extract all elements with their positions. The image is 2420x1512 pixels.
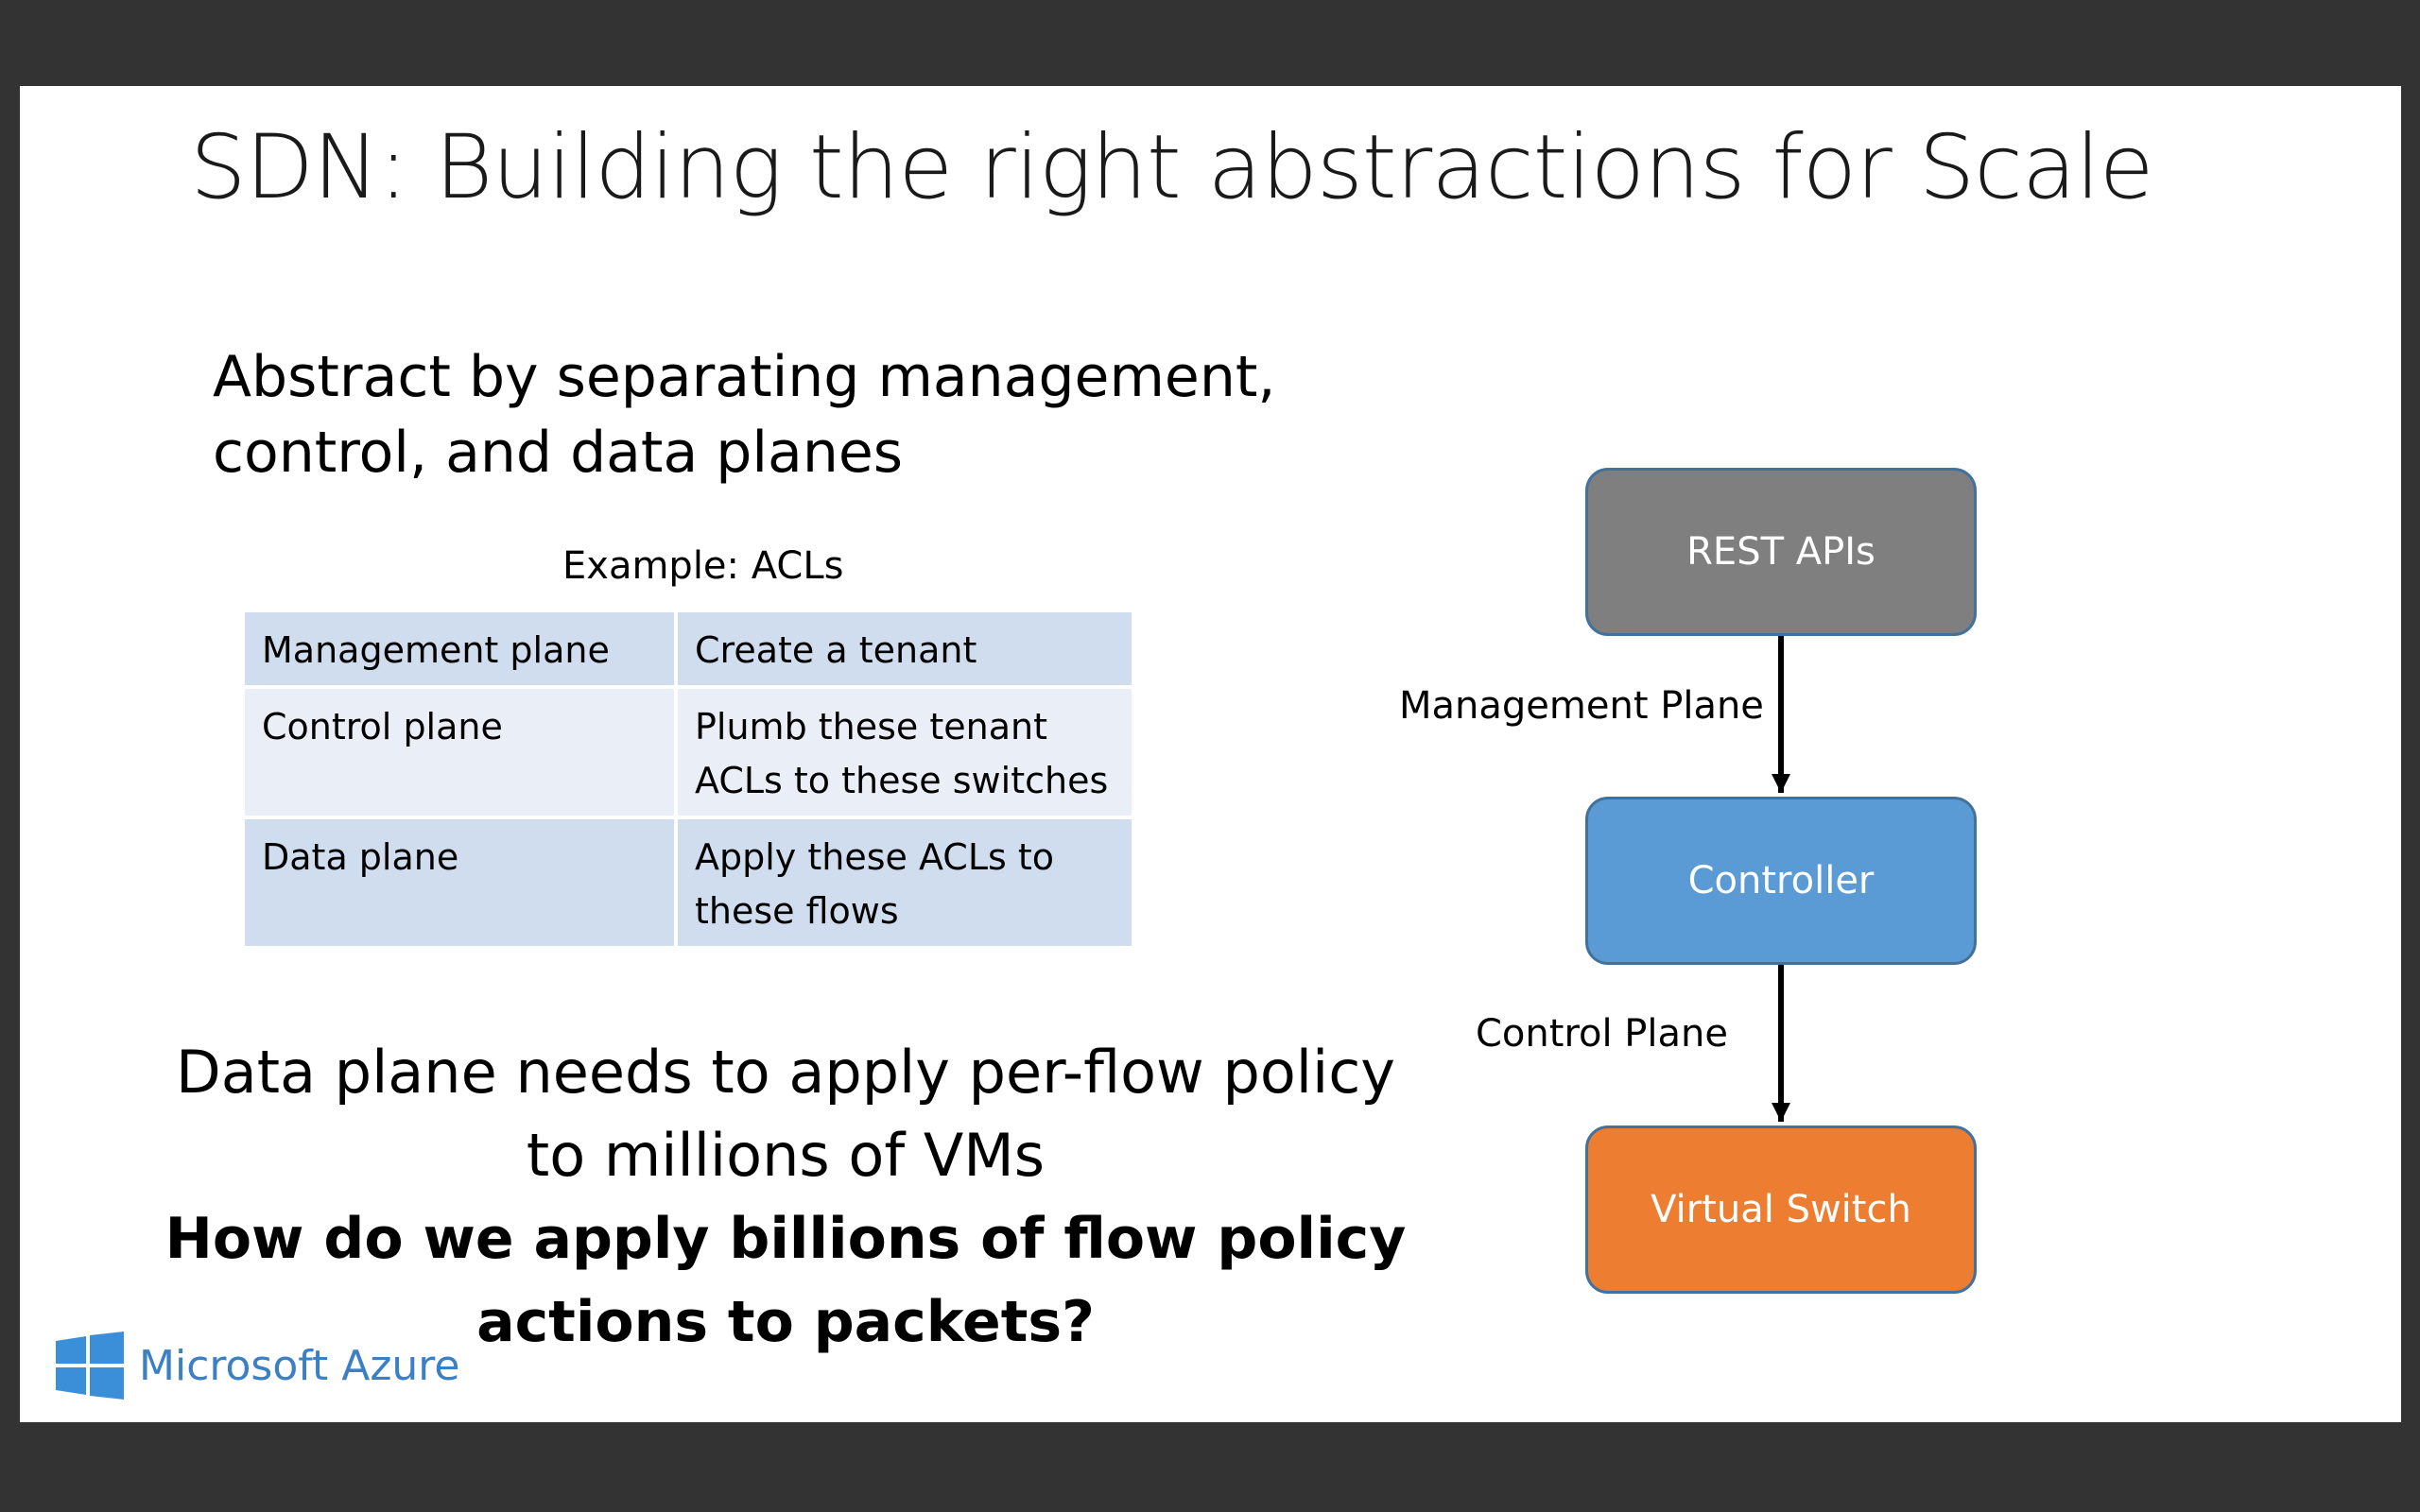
controller-box: Controller [1585,797,1977,965]
control-arrowhead-icon [1772,1103,1790,1122]
table-cell: Plumb these tenant ACLs to these switche… [674,685,1135,819]
statement-line: Data plane needs to apply per-flow polic… [175,1038,1395,1107]
slide: SDN: Building the right abstractions for… [20,86,2401,1422]
table-cell: Create a tenant [674,609,1135,689]
slide-title: SDN: Building the right abstractions for… [190,116,2154,219]
question-line: actions to packets? [476,1289,1095,1355]
windows-logo-icon [56,1332,124,1400]
rest-apis-box: REST APIs [1585,468,1977,636]
question-line: How do we apply billions of flow policy [164,1206,1407,1272]
table-row: Data plane Apply these ACLs to these flo… [241,816,1135,950]
table-caption: Example: ACLs [562,544,844,588]
table-row: Management plane Create a tenant [241,609,1135,689]
slide-subtitle: Abstract by separating management, contr… [213,344,1276,486]
table-cell: Control plane [241,685,678,819]
acl-table: Management plane Create a tenant Control… [241,609,1135,950]
table-cell: Apply these ACLs to these flows [674,816,1135,950]
statement-line: to millions of VMs [526,1121,1046,1190]
diagram-connectors [1772,636,1790,1122]
table-cell: Management plane [241,609,678,689]
microsoft-azure-logo: Microsoft Azure [56,1332,460,1400]
virtual-switch-box: Virtual Switch [1585,1125,1977,1294]
table-cell: Data plane [241,816,678,950]
management-arrowhead-icon [1772,774,1790,793]
statement-block: Data plane needs to apply per-flow polic… [133,1031,1438,1364]
table-row: Control plane Plumb these tenant ACLs to… [241,685,1135,819]
control-plane-label: Control Plane [1476,1012,1729,1056]
management-plane-label: Management Plane [1399,684,1764,728]
logo-text: Microsoft Azure [139,1341,460,1390]
